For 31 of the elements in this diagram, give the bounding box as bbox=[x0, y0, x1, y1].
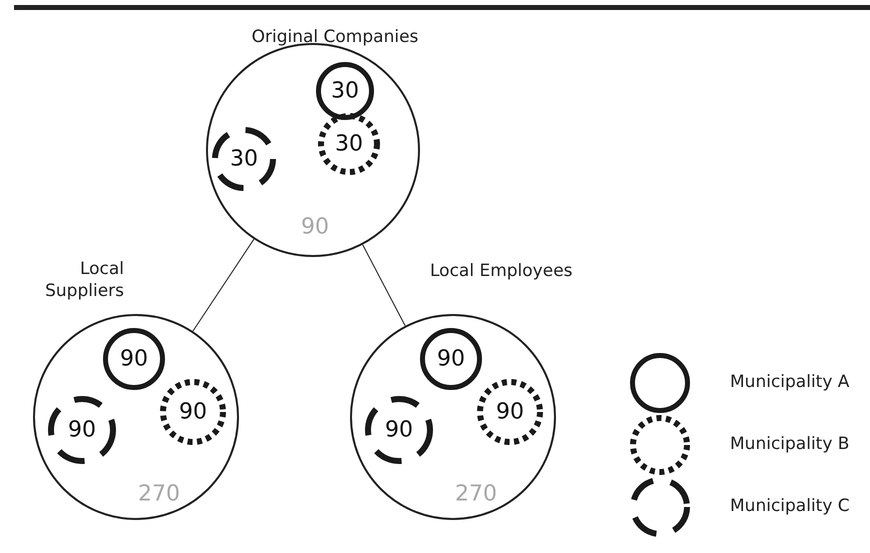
edge-label: Local Employees bbox=[430, 260, 574, 282]
circle-heading: Original Companies bbox=[252, 27, 418, 47]
count-value: 90 bbox=[385, 418, 413, 442]
municipality-circle bbox=[318, 113, 380, 175]
municipality-circle bbox=[365, 396, 433, 464]
count-value: 90 bbox=[68, 418, 96, 442]
count-value: 90 bbox=[496, 400, 524, 424]
municipality-circle bbox=[103, 328, 165, 390]
count-value: 30 bbox=[230, 146, 258, 172]
count-value: 90 bbox=[437, 346, 465, 372]
connector-line bbox=[362, 244, 406, 326]
group-circle bbox=[350, 314, 556, 520]
municipality-circle bbox=[160, 379, 226, 445]
total-value: 270 bbox=[455, 482, 497, 506]
edge-label: Local Suppliers bbox=[44, 258, 124, 302]
municipality-circle bbox=[212, 127, 276, 191]
count-value: 30 bbox=[331, 78, 359, 104]
total-value: 270 bbox=[138, 482, 180, 506]
count-value: 90 bbox=[179, 400, 207, 424]
count-value: 30 bbox=[335, 132, 363, 156]
legend-label: Municipality A bbox=[730, 372, 850, 392]
total-value: 90 bbox=[301, 214, 329, 240]
municipality-circle bbox=[48, 396, 116, 464]
municipality-circle bbox=[316, 62, 374, 120]
legend-label: Municipality B bbox=[730, 434, 850, 454]
legend-label: Municipality C bbox=[730, 496, 850, 516]
municipality-circle bbox=[477, 379, 543, 445]
municipality-circle bbox=[420, 328, 482, 390]
group-circle bbox=[33, 314, 239, 520]
connector-line bbox=[192, 238, 254, 332]
count-value: 90 bbox=[120, 346, 148, 372]
